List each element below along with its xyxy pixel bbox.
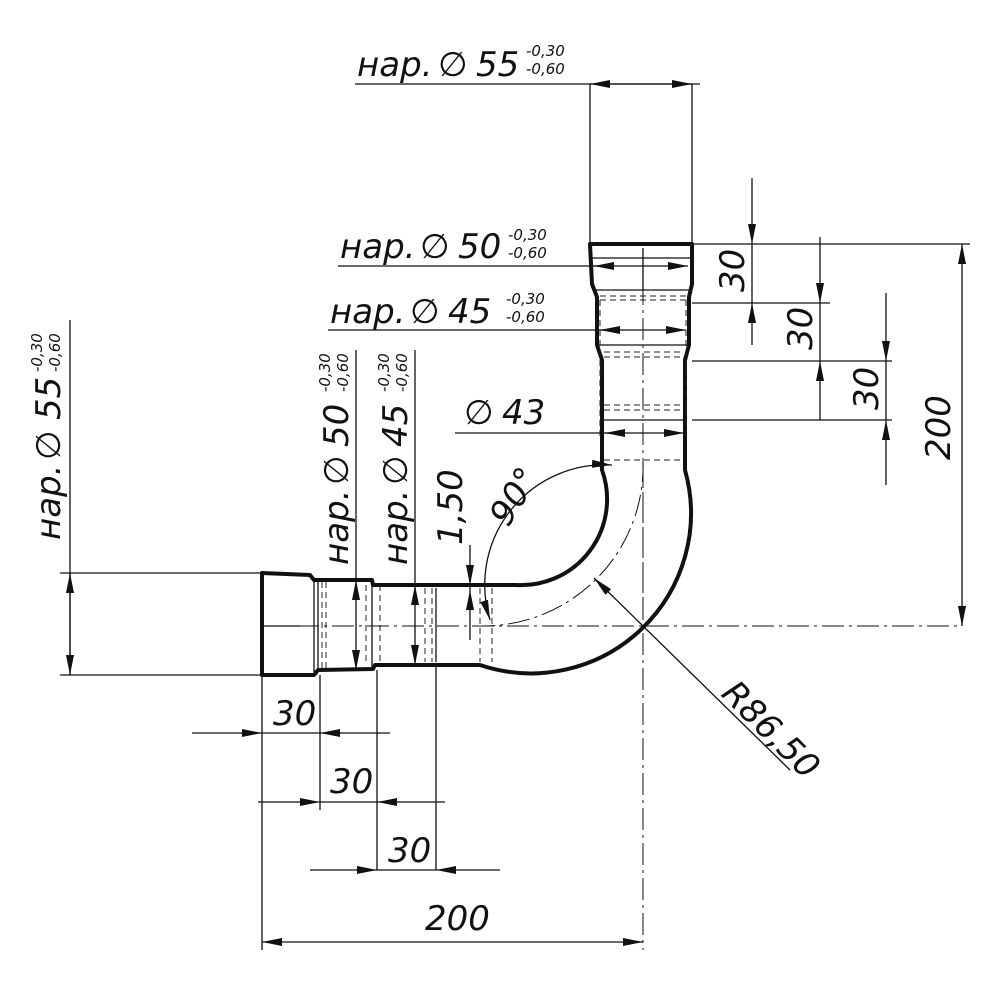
diameter-symbol: ∅ — [410, 292, 440, 332]
socket-details-horizontal — [262, 580, 493, 672]
label-left-d50: 50 — [317, 404, 357, 447]
tol-upper: -0,30 — [375, 353, 393, 392]
label-left-d55: 55 — [29, 377, 69, 420]
label-top-d50: 50 — [458, 227, 501, 267]
label-top-d55: 55 — [476, 45, 519, 85]
tol-lower: -0,60 — [393, 353, 411, 392]
label-angle: 90° — [482, 460, 548, 532]
dim-radius — [593, 577, 791, 771]
tol-upper: -0,30 — [316, 353, 334, 392]
tol-lower: -0,60 — [334, 353, 352, 392]
dim-angle — [480, 459, 613, 621]
tol-upper: -0,30 — [526, 42, 565, 60]
tol-upper: -0,30 — [506, 290, 545, 308]
label-wall: 1,50 — [431, 469, 471, 545]
label-left-outer: нар. — [29, 465, 69, 540]
label-step-top-1: 30 — [713, 249, 753, 292]
dim-top-d55 — [355, 80, 700, 244]
label-d43: 43 — [502, 393, 545, 433]
label-width-total: 200 — [425, 899, 490, 939]
socket-details-vertical — [592, 248, 692, 461]
diameter-symbol: ∅ — [376, 455, 416, 485]
tol-lower: -0,60 — [46, 333, 64, 372]
label-left-d50-prefix: нар. — [317, 490, 357, 565]
label-step-left-2: 30 — [330, 762, 373, 802]
label-top-outer: нар. — [357, 45, 432, 85]
label-radius: R86,50 — [714, 673, 828, 787]
diameter-symbol: ∅ — [438, 45, 468, 85]
label-step-top-2: 30 — [781, 307, 821, 350]
label-top-d50-prefix: нар. — [340, 227, 415, 267]
tol-upper: -0,30 — [508, 226, 547, 244]
label-top-d45: 45 — [448, 292, 491, 332]
tol-lower: -0,60 — [508, 244, 547, 262]
label-step-top-3: 30 — [847, 367, 887, 410]
diameter-symbol: ∅ — [464, 393, 494, 433]
label-top-d45-prefix: нар. — [330, 292, 405, 332]
label-height-total: 200 — [919, 395, 959, 460]
label-left-d45: 45 — [376, 404, 416, 447]
tol-lower: -0,60 — [506, 308, 545, 326]
diameter-symbol: ∅ — [317, 455, 357, 485]
dim-left-d55 — [60, 320, 262, 676]
label-left-d45-prefix: нар. — [376, 490, 416, 565]
label-step-left-1: 30 — [273, 694, 316, 734]
diameter-symbol: ∅ — [420, 227, 450, 267]
dim-right-steps — [692, 178, 970, 485]
tol-upper: -0,30 — [28, 333, 46, 372]
center-lines — [262, 248, 960, 950]
label-step-left-3: 30 — [388, 831, 431, 871]
diameter-symbol: ∅ — [29, 430, 69, 460]
tol-lower: -0,60 — [526, 60, 565, 78]
dim-bottom-steps — [192, 665, 500, 950]
